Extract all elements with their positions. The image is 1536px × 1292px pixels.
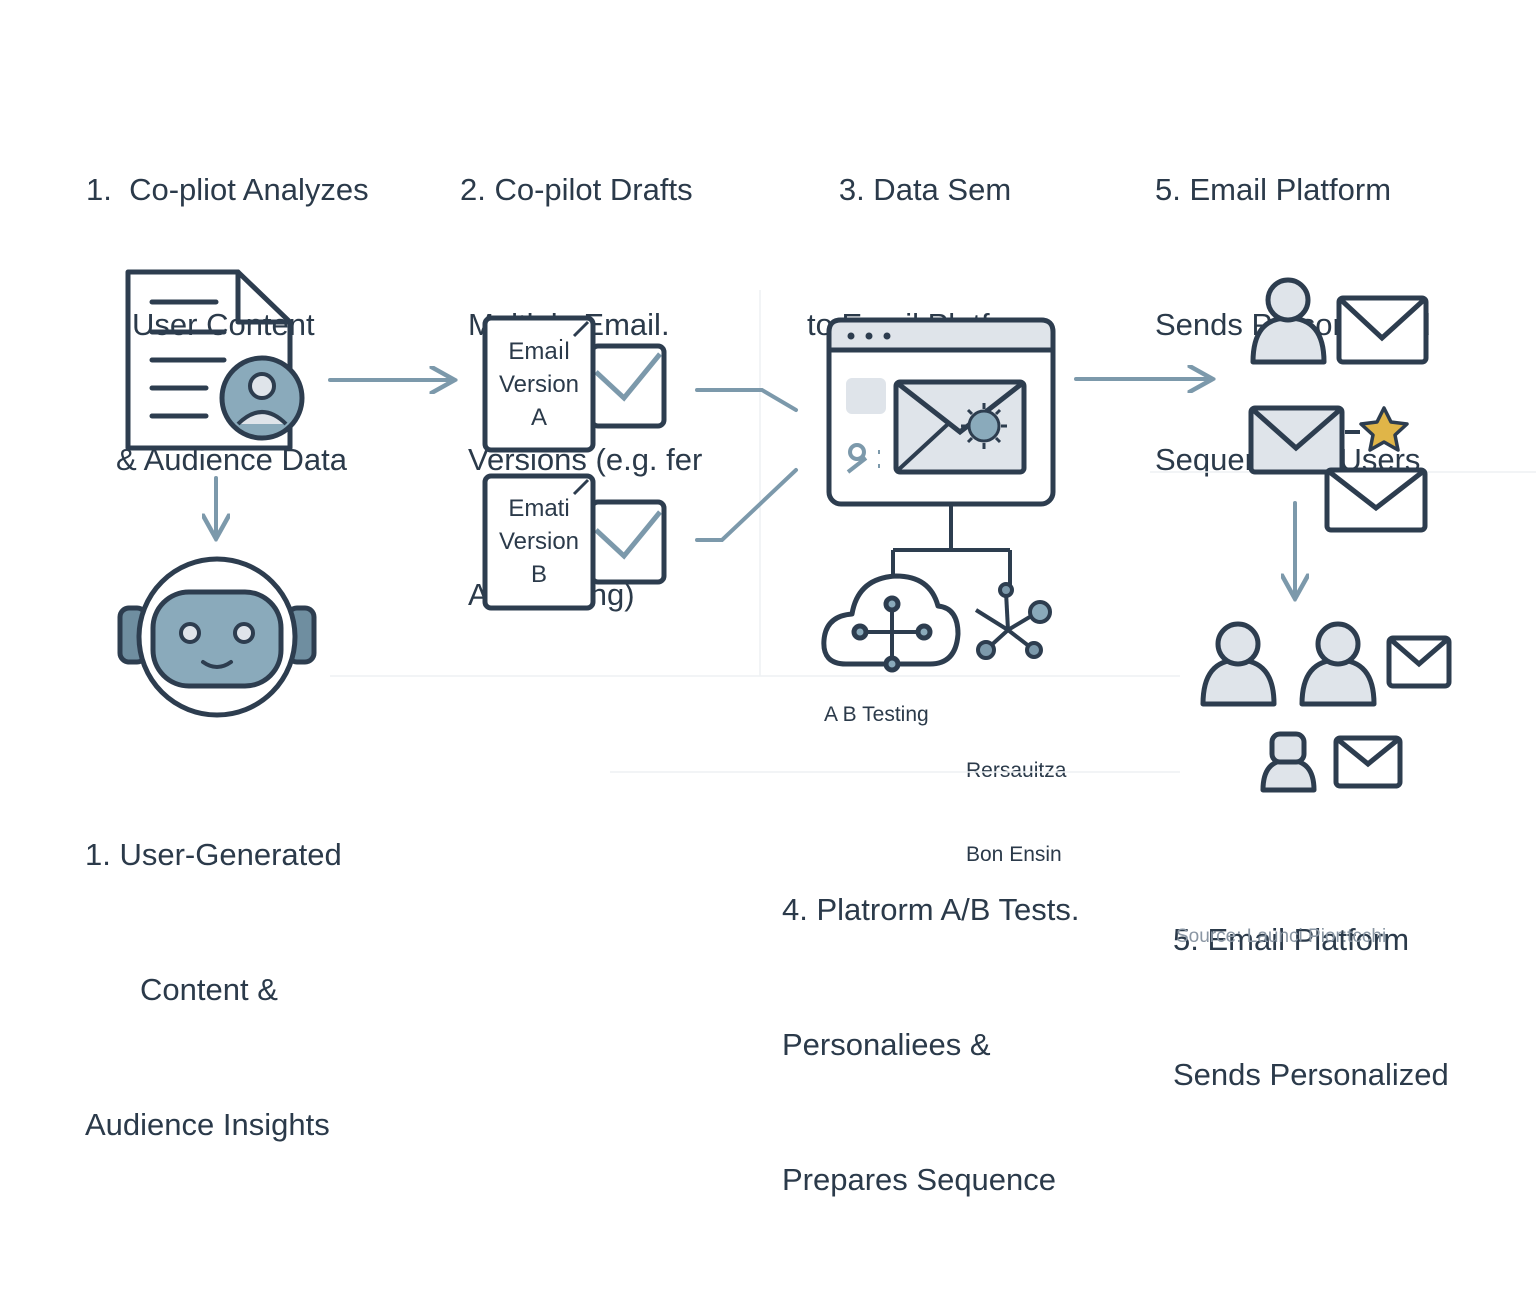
ab-testing-label: A B Testing xyxy=(824,703,929,726)
email-card-icon xyxy=(482,315,667,453)
user-icon xyxy=(846,443,880,474)
person-icon xyxy=(1250,277,1327,365)
person-icon xyxy=(1299,621,1377,707)
person-icon xyxy=(1200,621,1277,707)
star-icon xyxy=(1359,406,1409,452)
envelope-icon xyxy=(1336,295,1429,365)
personalization-engine-label: Rersauitza Bon Ensin xyxy=(966,759,1067,866)
arrow-version-b-to-platform xyxy=(695,468,798,542)
diagram-graphics xyxy=(117,269,1536,793)
workflow-diagram: 1. Co-pliot Analyzes User Content & Audi… xyxy=(85,172,1536,1197)
network-node-icon xyxy=(974,582,1052,660)
arrow-version-a-to-platform xyxy=(695,388,798,412)
email-version-a-label: Emaı̇l Version A xyxy=(498,338,580,431)
gear-icon xyxy=(961,403,1007,449)
email-version-b-label: Emati Version B xyxy=(498,495,580,588)
envelope-icon xyxy=(1386,635,1452,689)
flow-arrows xyxy=(216,379,1295,596)
cloud-network-icon xyxy=(821,573,961,673)
user-avatar-icon xyxy=(219,355,305,441)
envelope-icon xyxy=(1248,405,1345,475)
robot-icon xyxy=(117,556,317,718)
envelope-icon xyxy=(1333,735,1403,789)
source-caption: Source: Launci Pior:tcchi xyxy=(1176,926,1387,947)
person-icon xyxy=(1260,731,1317,793)
browser-window-icon xyxy=(826,317,1056,507)
email-card-icon xyxy=(482,473,667,611)
envelope-icon xyxy=(1324,467,1428,533)
